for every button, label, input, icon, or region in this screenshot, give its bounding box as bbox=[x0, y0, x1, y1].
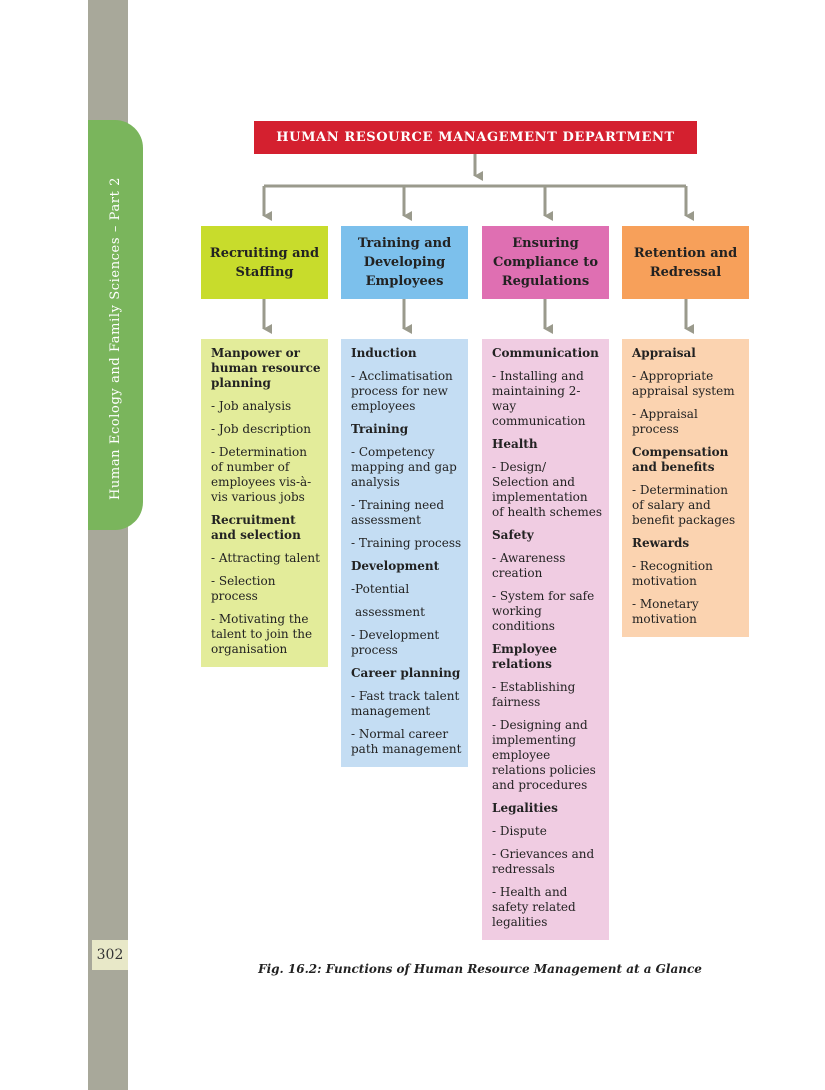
list-item: - Monetary motivation bbox=[632, 597, 699, 626]
list-item: - System for safe working conditions bbox=[492, 589, 595, 633]
column-header-4: Retention and Redressal bbox=[622, 226, 749, 299]
list-item: - Recognition motivation bbox=[632, 559, 713, 588]
list-subheading: Safety bbox=[492, 528, 534, 542]
list-item: - Attracting talent bbox=[211, 551, 320, 565]
list-subheading: Training bbox=[351, 422, 409, 436]
list-subheading: Legalities bbox=[492, 801, 558, 815]
list-item: - Acclimatisation process for new employ… bbox=[351, 369, 453, 413]
page-number: 302 bbox=[92, 940, 128, 970]
list-item: - Development process bbox=[351, 628, 440, 657]
list-subheading: Induction bbox=[351, 346, 417, 360]
list-subheading: Health bbox=[492, 437, 538, 451]
list-item: - Determination of salary and benefit pa… bbox=[632, 483, 736, 527]
list-item: - Job analysis bbox=[211, 399, 292, 413]
list-item: - Installing and maintaining 2-way commu… bbox=[492, 369, 586, 428]
column-header-3: Ensuring Compliance to Regulations bbox=[482, 226, 609, 299]
list-item: - Dispute bbox=[492, 824, 547, 838]
list-item: - Health and safety related legalities bbox=[492, 885, 576, 929]
column-list-3: Communication - Installing and maintainin… bbox=[482, 339, 609, 940]
list-subheading: Communication bbox=[492, 346, 599, 360]
list-subheading: Compensation and benefits bbox=[632, 445, 729, 474]
column-header-1: Recruiting and Staffing bbox=[201, 226, 328, 299]
list-subheading: Rewards bbox=[632, 536, 690, 550]
list-item: - Determination of number of employees v… bbox=[211, 445, 312, 504]
list-item: - Selection process bbox=[211, 574, 276, 603]
column-list-2: Induction - Acclimatisation process for n… bbox=[341, 339, 468, 767]
list-item: - Grievances and redressals bbox=[492, 847, 595, 876]
list-subheading: Appraisal bbox=[632, 346, 696, 360]
list-item: - Fast track talent management bbox=[351, 689, 460, 718]
list-subheading: Development bbox=[351, 559, 440, 573]
column-list-4: Appraisal - Appropriate appraisal system -… bbox=[622, 339, 749, 637]
list-subheading: Manpower or human resource planning bbox=[211, 346, 321, 390]
list-item: - Training process bbox=[351, 536, 462, 550]
figure-caption: Fig. 16.2: Functions of Human Resource M… bbox=[258, 962, 702, 976]
list-item: assessment bbox=[355, 605, 425, 619]
list-item: - Competency mapping and gap analysis bbox=[351, 445, 457, 489]
list-item: - Normal career path management bbox=[351, 727, 462, 756]
side-tab bbox=[88, 120, 143, 530]
list-item: - Appraisal process bbox=[632, 407, 698, 436]
list-item: - Design/ Selection and implementation o… bbox=[492, 460, 603, 519]
list-item: - Appropriate appraisal system bbox=[632, 369, 735, 398]
list-item: - Designing and implementing employee re… bbox=[492, 718, 596, 792]
list-subheading: Recruitment and selection bbox=[211, 513, 301, 542]
list-item: - Motivating the talent to join the orga… bbox=[211, 612, 313, 656]
list-subheading: Career planning bbox=[351, 666, 461, 680]
column-list-1: Manpower or human resource planning - Job… bbox=[201, 339, 328, 667]
list-item: -Potential bbox=[351, 582, 410, 596]
list-item: - Training need assessment bbox=[351, 498, 445, 527]
list-item: - Job description bbox=[211, 422, 311, 436]
list-subheading: Employee relations bbox=[492, 642, 558, 671]
column-header-2: Training and Developing Employees bbox=[341, 226, 468, 299]
list-item: - Establishing fairness bbox=[492, 680, 576, 709]
list-item: - Awareness creation bbox=[492, 551, 566, 580]
department-box: HUMAN RESOURCE MANAGEMENT DEPARTMENT bbox=[254, 121, 697, 154]
